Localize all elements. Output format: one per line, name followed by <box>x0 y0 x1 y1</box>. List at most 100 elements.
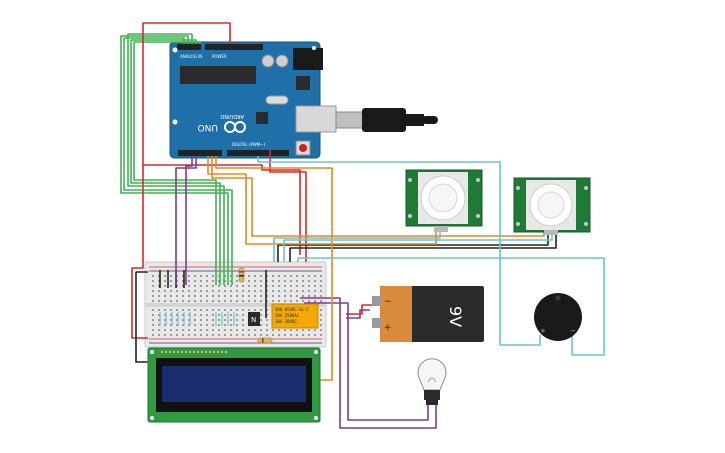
breadboard-hole <box>224 280 226 282</box>
resistor-1[interactable] <box>238 267 245 283</box>
breadboard-hole <box>194 309 196 311</box>
lcd-pin <box>184 350 188 354</box>
breadboard-hole <box>260 290 262 292</box>
breadboard-hole <box>242 285 244 287</box>
breadboard-hole <box>170 309 172 311</box>
breadboard-hole <box>200 295 202 297</box>
breadboard-hole <box>320 334 322 336</box>
lcd-display[interactable] <box>147 347 321 423</box>
breadboard-hole <box>194 300 196 302</box>
breadboard-hole <box>170 290 172 292</box>
breadboard-hole <box>302 300 304 302</box>
breadboard-hole <box>260 319 262 321</box>
usb-cable <box>335 108 438 132</box>
transistor[interactable]: N <box>248 312 260 326</box>
breadboard-hole <box>158 324 160 326</box>
breadboard-hole <box>176 280 178 282</box>
buzzer-minus-label: − <box>570 327 576 335</box>
pir-sensor-2[interactable]: HC-SR501 <box>513 177 595 235</box>
breadboard-hole <box>200 324 202 326</box>
breadboard-hole <box>158 319 160 321</box>
breadboard-hole <box>242 300 244 302</box>
breadboard-hole <box>188 290 190 292</box>
breadboard-hole <box>152 280 154 282</box>
wires[interactable] <box>120 22 605 429</box>
breadboard-hole <box>320 290 322 292</box>
breadboard-hole <box>230 295 232 297</box>
breadboard-hole <box>302 275 304 277</box>
breadboard-hole <box>152 300 154 302</box>
breadboard-hole <box>284 275 286 277</box>
breadboard-hole <box>248 300 250 302</box>
breadboard-hole <box>254 280 256 282</box>
breadboard-hole <box>308 285 310 287</box>
breadboard-hole <box>284 329 286 331</box>
breadboard-hole <box>206 290 208 292</box>
breadboard-hole <box>260 300 262 302</box>
breadboard-hole <box>248 329 250 331</box>
breadboard-hole <box>290 290 292 292</box>
breadboard-hole <box>272 300 274 302</box>
breadboard-hole <box>278 329 280 331</box>
breadboard-hole <box>248 309 250 311</box>
battery-9v[interactable]: − + 9V <box>372 286 484 342</box>
arduino-power-label: POWER <box>212 54 227 59</box>
breadboard-hole <box>176 319 178 321</box>
breadboard-hole <box>176 329 178 331</box>
breadboard-hole <box>260 329 262 331</box>
breadboard-hole <box>194 285 196 287</box>
lcd-pin <box>160 350 164 354</box>
pir-sensor-1[interactable]: HC-SR501 <box>405 169 487 232</box>
breadboard-hole <box>278 295 280 297</box>
breadboard-hole <box>164 319 166 321</box>
breadboard-hole <box>260 280 262 282</box>
breadboard-hole <box>296 290 298 292</box>
breadboard-hole <box>188 324 190 326</box>
breadboard-hole <box>158 334 160 336</box>
breadboard-hole <box>242 314 244 316</box>
arduino-uno[interactable]: UNO ARDUINO POWER ANALOG IN DIGITAL (PWM… <box>169 41 337 159</box>
breadboard-hole <box>248 275 250 277</box>
breadboard-hole <box>266 300 268 302</box>
breadboard-hole <box>278 290 280 292</box>
breadboard-hole <box>290 280 292 282</box>
breadboard-hole <box>194 314 196 316</box>
breadboard-hole <box>272 285 274 287</box>
breadboard-hole <box>212 334 214 336</box>
relay-module[interactable]: SRD-05VDC-SL-C 10A 250VAC 10A 30VDC <box>271 303 319 329</box>
breadboard-hole <box>206 319 208 321</box>
breadboard-hole <box>260 334 262 336</box>
battery-voltage-label: 9V <box>446 306 465 327</box>
breadboard-hole <box>272 280 274 282</box>
breadboard-hole <box>230 319 232 321</box>
breadboard-hole <box>308 329 310 331</box>
breadboard-hole <box>308 290 310 292</box>
breadboard-hole <box>302 329 304 331</box>
light-bulb[interactable] <box>417 358 447 405</box>
breadboard-hole <box>218 295 220 297</box>
breadboard-hole <box>188 309 190 311</box>
piezo-buzzer[interactable]: + − <box>534 293 582 341</box>
breadboard-hole <box>182 295 184 297</box>
breadboard-hole <box>320 319 322 321</box>
arduino-brand-text: ARDUINO <box>220 113 244 119</box>
breadboard-hole <box>194 334 196 336</box>
pir-1-label: HC-SR501 <box>483 188 487 206</box>
breadboard-hole <box>158 314 160 316</box>
resistor-2[interactable] <box>257 337 273 344</box>
breadboard-hole <box>290 300 292 302</box>
breadboard-hole <box>266 334 268 336</box>
breadboard-hole <box>218 319 220 321</box>
breadboard-hole <box>314 275 316 277</box>
breadboard-jumpers <box>159 312 235 326</box>
breadboard-hole <box>176 334 178 336</box>
breadboard-hole <box>188 334 190 336</box>
breadboard-hole <box>272 334 274 336</box>
breadboard-hole <box>230 309 232 311</box>
breadboard-hole <box>182 324 184 326</box>
breadboard-hole <box>182 334 184 336</box>
breadboard-hole <box>302 285 304 287</box>
lcd-pin <box>216 350 220 354</box>
breadboard-hole <box>272 329 274 331</box>
